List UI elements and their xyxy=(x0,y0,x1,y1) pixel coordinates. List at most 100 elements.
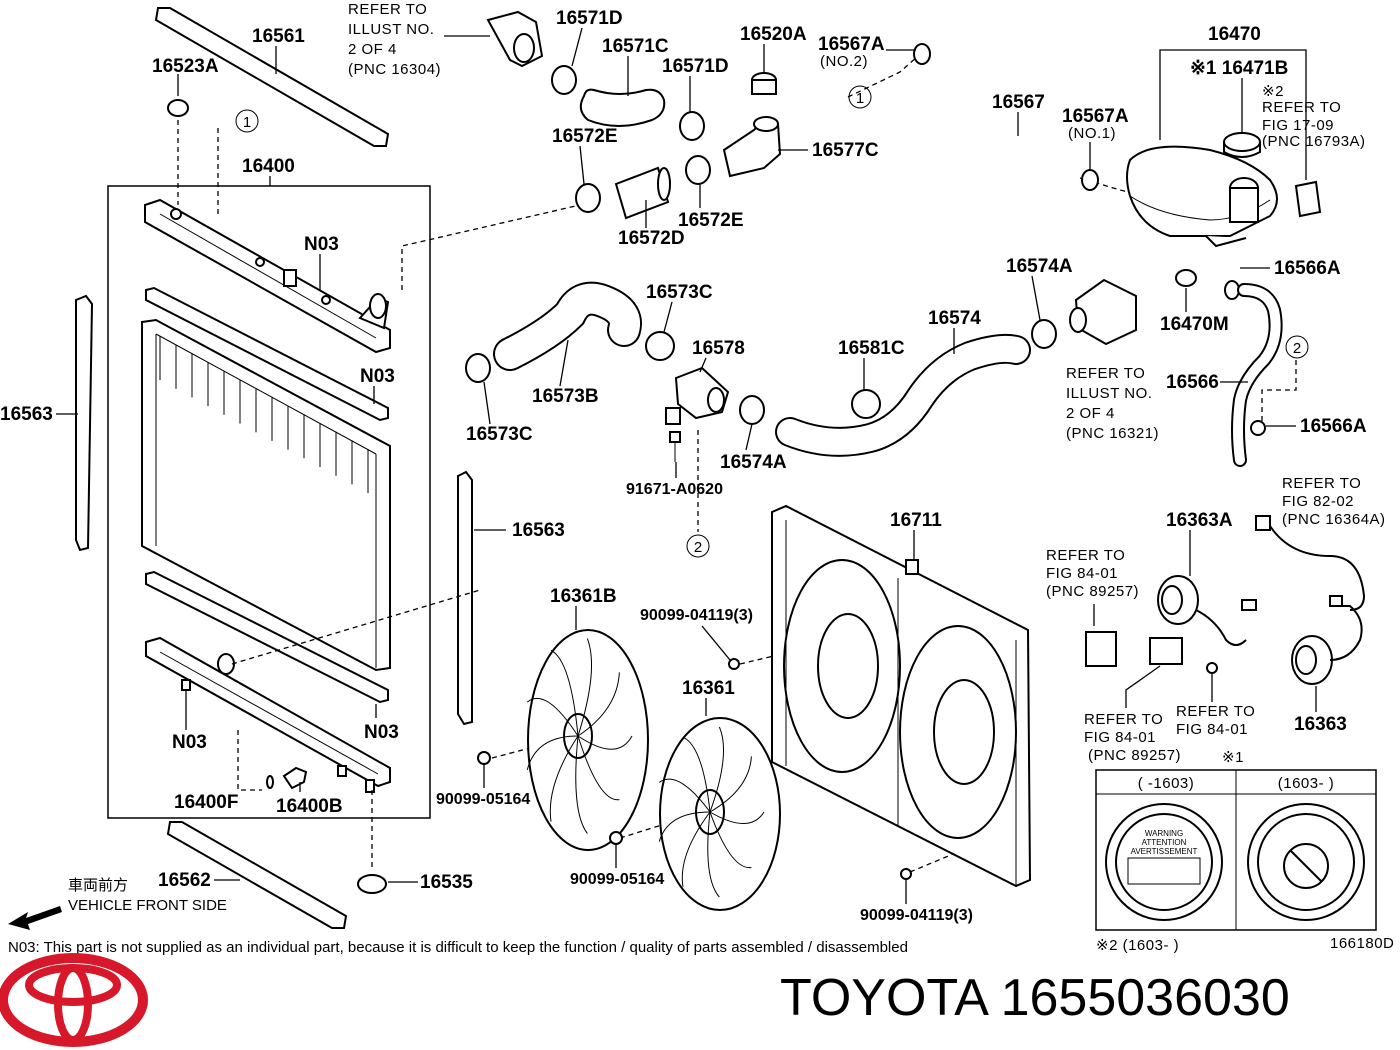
radiator-core xyxy=(141,318,391,672)
svg-text:REFER TO: REFER TO xyxy=(348,1,427,18)
outlet-16304 xyxy=(486,10,544,68)
radiator-lower-tank xyxy=(145,636,391,793)
fan-motor-16363A xyxy=(1157,575,1257,646)
inset-cap-box: ( -1603) (1603- ) WARNING ATTENTION AVER… xyxy=(1095,769,1377,931)
svg-text:16566A: 16566A xyxy=(1300,416,1367,437)
hose-16567 xyxy=(930,41,1070,216)
fan-shroud-16711 xyxy=(771,504,1032,888)
part-number: 1655036030 xyxy=(1000,969,1290,1027)
svg-text:16573B: 16573B xyxy=(532,386,599,407)
svg-text:1: 1 xyxy=(856,90,864,107)
ref-fig-8401-c: REFER TO FIG 84-01 ※1 xyxy=(1176,674,1255,766)
svg-text:(NO.1): (NO.1) xyxy=(1068,125,1116,142)
elbow-16577C xyxy=(722,116,782,178)
svg-text:FIG 84-01: FIG 84-01 xyxy=(1084,729,1156,746)
svg-text:WARNING: WARNING xyxy=(1145,829,1183,838)
svg-text:16572E: 16572E xyxy=(552,126,618,147)
svg-text:(PNC 89257): (PNC 89257) xyxy=(1046,583,1139,600)
svg-text:16523A: 16523A xyxy=(152,56,219,77)
svg-text:16563: 16563 xyxy=(0,404,53,425)
svg-text:N03: N03 xyxy=(360,366,395,387)
clamp-16574A-top xyxy=(1031,319,1057,349)
svg-text:16361B: 16361B xyxy=(550,586,617,607)
svg-text:1: 1 xyxy=(243,114,251,131)
support-strip-16561 xyxy=(154,7,390,147)
svg-text:16400: 16400 xyxy=(242,156,295,177)
svg-text:REFER TO: REFER TO xyxy=(1282,475,1361,492)
svg-text:16363: 16363 xyxy=(1294,714,1347,735)
wire-harness-16364A xyxy=(1255,515,1366,611)
svg-text:(PNC 16793A): (PNC 16793A) xyxy=(1262,133,1366,150)
hose-16574 xyxy=(775,333,1031,457)
label-16793A xyxy=(1294,180,1322,218)
svg-text:※1 16471B: ※1 16471B xyxy=(1190,58,1288,79)
svg-text:FIG 17-09: FIG 17-09 xyxy=(1262,117,1334,134)
svg-text:16567A: 16567A xyxy=(818,34,885,55)
toyota-logo xyxy=(0,953,148,1047)
svg-text:16571D: 16571D xyxy=(662,56,729,77)
seal-strip-n03-bottom xyxy=(145,570,389,704)
svg-text:91671-A0620: 91671-A0620 xyxy=(626,481,723,498)
fan-motor-16363 xyxy=(1291,595,1363,685)
svg-text:16361: 16361 xyxy=(682,678,735,699)
svg-text:REFER TO: REFER TO xyxy=(1176,703,1255,720)
svg-text:16400B: 16400B xyxy=(276,796,343,817)
svg-text:ILLUST NO.: ILLUST NO. xyxy=(1066,385,1152,402)
ref-illust-16304: REFER TO ILLUST NO. 2 OF 4 (PNC 16304) xyxy=(348,1,441,78)
seal-16563-right xyxy=(457,470,473,726)
drain-oring-16400F xyxy=(266,775,274,789)
inset-footnote: ※2 (1603- ) xyxy=(1096,937,1179,954)
ref-fig-8401-a: REFER TO FIG 84-01 (PNC 89257) xyxy=(1046,547,1139,626)
svg-text:ATTENTION: ATTENTION xyxy=(1142,838,1187,847)
radiator-assembly-box xyxy=(107,185,431,819)
svg-text:90099-05164: 90099-05164 xyxy=(436,791,530,808)
pipe-16572D xyxy=(614,166,671,220)
ref-illust-16321: REFER TO ILLUST NO. 2 OF 4 (PNC 16321) xyxy=(1066,365,1159,442)
svg-text:(PNC 16321): (PNC 16321) xyxy=(1066,425,1159,442)
svg-text:16567: 16567 xyxy=(992,92,1045,113)
svg-text:16574: 16574 xyxy=(928,308,981,329)
clamp-16574A-bottom xyxy=(739,395,765,425)
svg-text:N03: N03 xyxy=(304,234,339,255)
pipe-16578 xyxy=(665,366,730,425)
svg-text:16571D: 16571D xyxy=(556,8,623,29)
resistor-89257-a xyxy=(1085,631,1117,667)
part-labels: 16561 16523A 16400 N03 N03 N03 N03 16563… xyxy=(0,8,1367,924)
clamp-16567A-no2 xyxy=(913,43,931,65)
svg-text:REFER TO: REFER TO xyxy=(1084,711,1163,728)
svg-text:90099-04119(3): 90099-04119(3) xyxy=(640,607,753,624)
svg-text:(PNC 89257): (PNC 89257) xyxy=(1088,747,1181,764)
resistor-89257-b xyxy=(1149,637,1183,665)
svg-text:※2: ※2 xyxy=(1262,83,1284,100)
fan-16361B xyxy=(526,629,649,851)
cap-16471B xyxy=(1223,132,1261,158)
svg-text:16711: 16711 xyxy=(890,510,942,531)
reservoir-tank-16470 xyxy=(1126,145,1278,248)
svg-text:16562: 16562 xyxy=(158,870,211,891)
clamp-16566A-top xyxy=(1224,280,1240,300)
seal-strip-n03-top xyxy=(145,286,389,422)
fan-16361 xyxy=(658,717,781,911)
ref-fig-1709: ※2 REFER TO FIG 17-09 (PNC 16793A) xyxy=(1262,83,1366,150)
ref-fig-8202: REFER TO FIG 82-02 (PNC 16364A) xyxy=(1282,475,1385,528)
svg-text:N03: N03 xyxy=(172,732,207,753)
drain-plug-16400B xyxy=(282,766,308,790)
clamp-16571D-b xyxy=(679,111,705,141)
bolt-90099-04119-b xyxy=(900,868,912,880)
hose-16571C xyxy=(579,88,666,127)
bolt-91671 xyxy=(669,431,681,462)
callout-circle-2-mid: 2 xyxy=(686,534,710,558)
cushion-16470M xyxy=(1175,269,1197,287)
callout-circle-1-left: 1 xyxy=(235,109,259,133)
svg-text:16520A: 16520A xyxy=(740,24,807,45)
svg-text:16566: 16566 xyxy=(1166,372,1219,393)
cushion-16535 xyxy=(357,874,387,894)
svg-text:※1: ※1 xyxy=(1222,749,1244,766)
svg-text:REFER TO: REFER TO xyxy=(1262,99,1341,116)
clamp-16566A-bottom xyxy=(1250,420,1266,436)
svg-text:16535: 16535 xyxy=(420,872,473,893)
svg-text:16400F: 16400F xyxy=(174,792,238,813)
clamp-16573C-top xyxy=(645,331,675,361)
svg-text:2: 2 xyxy=(694,539,702,556)
